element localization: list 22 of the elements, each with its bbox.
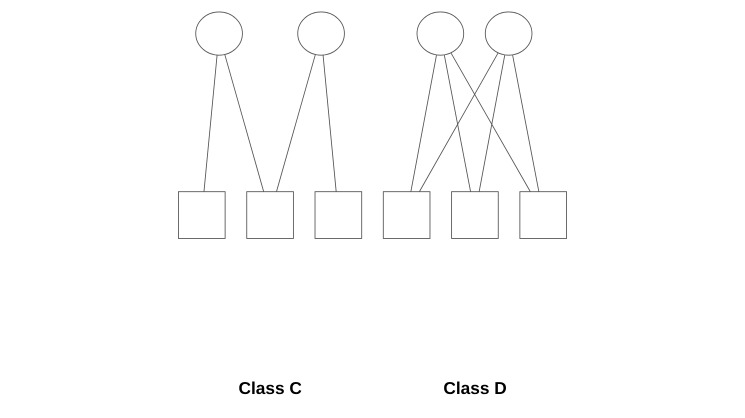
node-box — [519, 191, 567, 239]
connector — [224, 54, 264, 192]
node-box — [382, 191, 430, 239]
connector — [512, 54, 540, 192]
node-box — [314, 191, 362, 239]
node-circle — [416, 12, 464, 56]
connector — [450, 52, 531, 192]
connector — [419, 52, 499, 192]
connector — [204, 54, 218, 192]
node-box — [246, 191, 294, 239]
node-circle — [297, 12, 345, 56]
label: Class C — [238, 378, 302, 398]
label: Class D — [443, 378, 507, 398]
node-box — [178, 191, 226, 239]
node-circle — [484, 12, 532, 56]
connector — [276, 54, 316, 192]
node-box — [451, 191, 499, 239]
connector — [444, 54, 471, 192]
node-circle — [195, 12, 243, 56]
connector — [410, 54, 437, 192]
connector — [322, 54, 337, 192]
connector — [478, 54, 506, 192]
